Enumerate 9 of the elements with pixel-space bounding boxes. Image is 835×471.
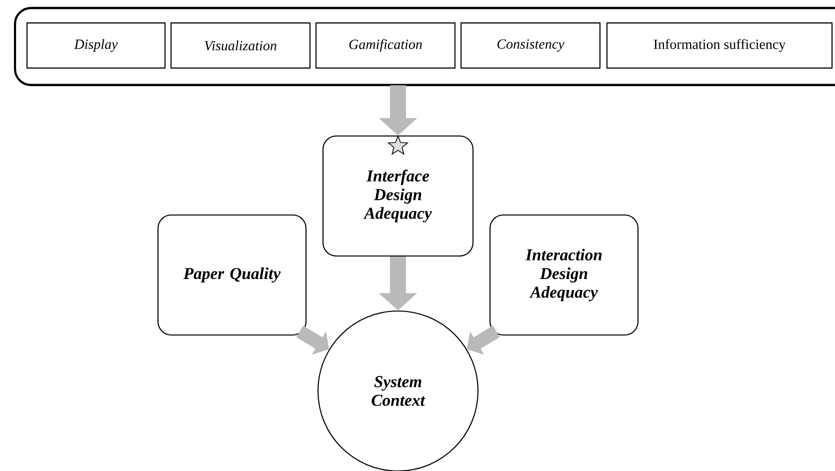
rounded-box: Interface Design Adequacy (322, 135, 474, 257)
criterion-box: Consistency (460, 22, 600, 69)
criterion-box: Display (26, 22, 166, 69)
criterion-box: Visualization (170, 22, 310, 69)
criterion-box: Information sufficiency (606, 22, 833, 69)
bracket-band (14, 6, 835, 86)
criterion-box: Gamification (316, 22, 456, 69)
rounded-box: Interaction Design Adequacy (489, 214, 639, 336)
rounded-box: Paper Quality (157, 214, 307, 336)
